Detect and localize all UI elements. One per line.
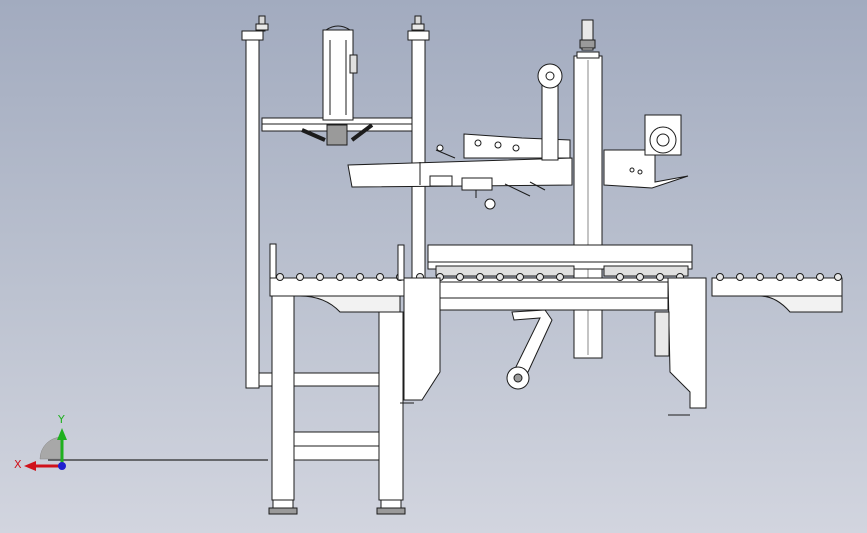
triad-y-label: Y [58,413,65,426]
machine-model [48,15,843,515]
triad-x-label: X [14,458,22,471]
right-frame-leg [667,277,707,409]
lower-swing-arm [506,309,670,390]
main-frame-body [403,277,441,401]
side-belt-beam [427,244,693,277]
coordinate-triad [24,428,67,471]
left-stand [268,243,406,515]
right-bracket-motor [603,114,689,189]
top-tape-roll [301,25,374,146]
right-table-panel [712,295,843,313]
upper-belt-housing [347,133,573,210]
z-axis-dot [58,462,66,470]
upper-column-frame [241,15,430,389]
triad-plane-indicator [39,436,63,460]
